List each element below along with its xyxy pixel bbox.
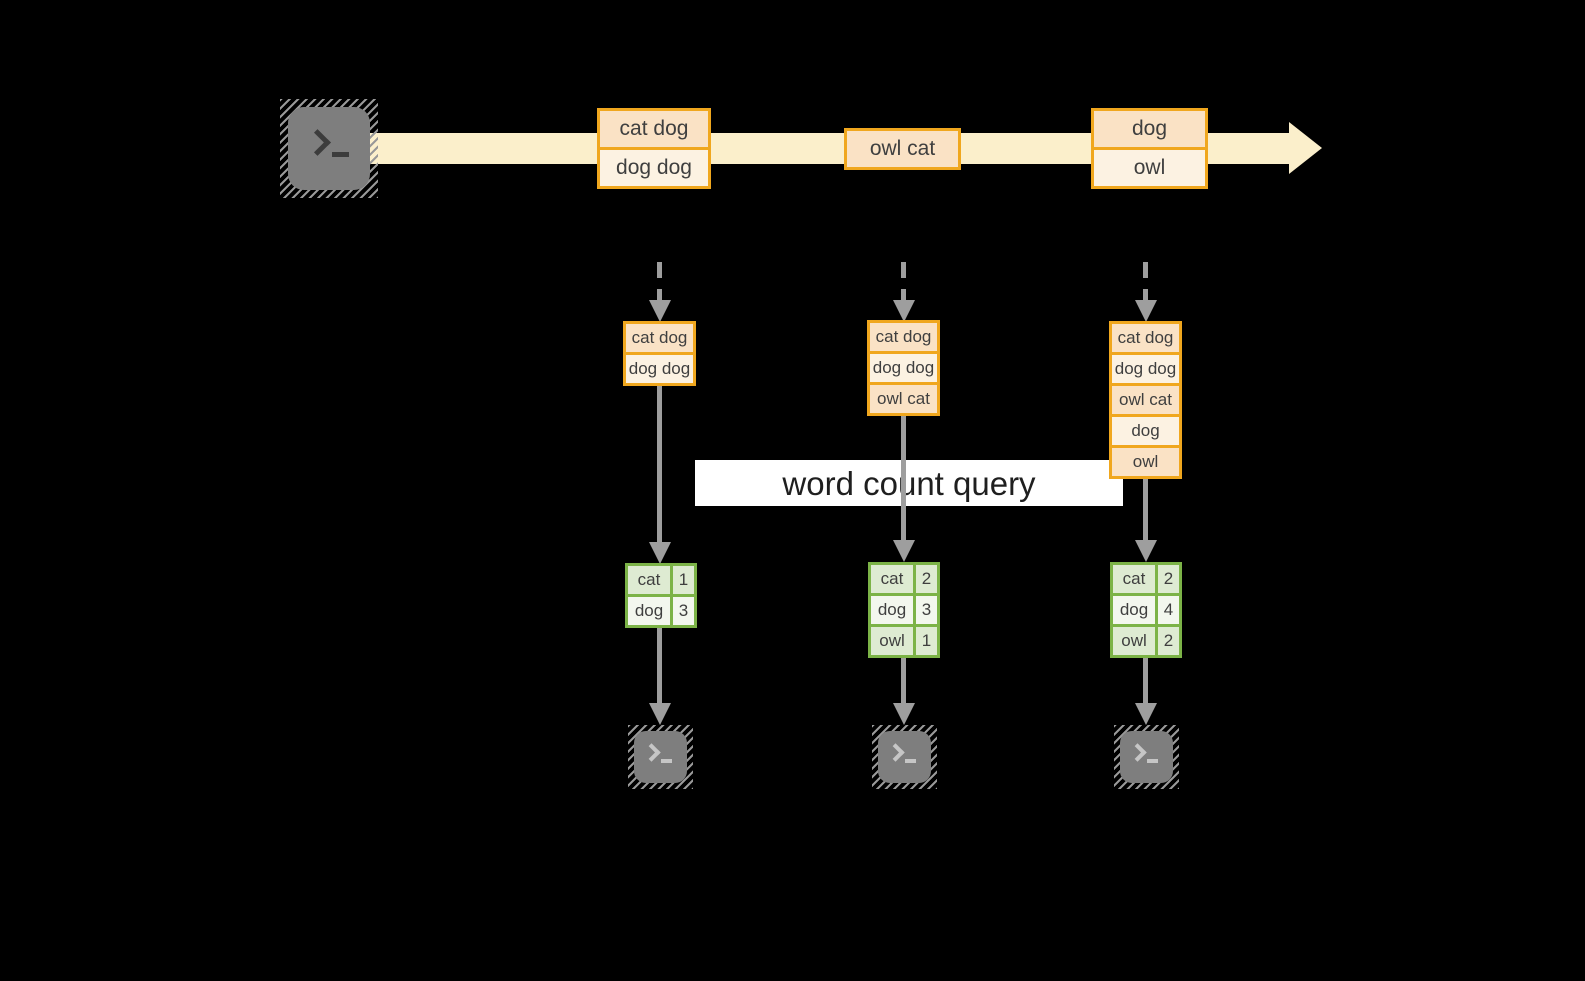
count-row: owl 1: [871, 624, 937, 655]
dashed-arrow-head-icon: [893, 300, 915, 322]
terminal-sink-icon: [628, 725, 693, 789]
count-word: dog: [628, 597, 670, 625]
prompt-chevron-icon: [1128, 743, 1147, 762]
arrow-head-icon: [893, 703, 915, 725]
count-row: dog 3: [628, 594, 694, 625]
event-line: dog dog: [600, 147, 708, 186]
arrow-head-icon: [1135, 703, 1157, 725]
count-word: dog: [1113, 596, 1155, 624]
dashed-arrow-head-icon: [649, 300, 671, 322]
terminal-screen: [1120, 731, 1173, 783]
count-row: dog 3: [871, 593, 937, 624]
count-table: cat 2 dog 4 owl 2: [1110, 562, 1182, 658]
count-row: cat 2: [871, 565, 937, 593]
prompt-underscore-icon: [905, 759, 916, 763]
terminal-sink-icon: [1114, 725, 1179, 789]
arrow-head-icon: [893, 540, 915, 562]
buffer-line: cat dog: [870, 323, 937, 351]
buffer-line: dog dog: [870, 351, 937, 382]
event-line: cat dog: [600, 111, 708, 147]
event-line: owl cat: [847, 131, 958, 167]
terminal-screen: [634, 731, 687, 783]
prompt-chevron-icon: [642, 743, 661, 762]
dashed-arrow-head-icon: [1135, 300, 1157, 322]
count-word: cat: [871, 565, 913, 593]
buffer-line: owl cat: [1112, 383, 1179, 414]
count-value: 2: [1155, 627, 1179, 655]
prompt-underscore-icon: [332, 152, 349, 157]
arrow-line: [657, 626, 662, 703]
dashed-arrow-line: [901, 262, 906, 302]
count-word: owl: [1113, 627, 1155, 655]
terminal-screen: [288, 107, 370, 190]
terminal-sink-icon: [872, 725, 937, 789]
input-buffer-box: cat dog dog dog owl cat dog owl: [1109, 321, 1182, 479]
count-row: cat 2: [1113, 565, 1179, 593]
prompt-underscore-icon: [1147, 759, 1158, 763]
count-value: 1: [913, 627, 937, 655]
stream-arrowhead: [1289, 122, 1322, 174]
input-buffer-box: cat dog dog dog owl cat: [867, 320, 940, 416]
count-value: 4: [1155, 596, 1179, 624]
prompt-chevron-icon: [886, 743, 905, 762]
count-word: dog: [871, 596, 913, 624]
count-row: dog 4: [1113, 593, 1179, 624]
count-value: 3: [913, 596, 937, 624]
arrow-line: [657, 383, 662, 542]
input-buffer-box: cat dog dog dog: [623, 321, 696, 386]
event-line: owl: [1094, 147, 1205, 186]
buffer-line: cat dog: [626, 324, 693, 352]
arrow-line: [1143, 473, 1148, 540]
count-row: cat 1: [628, 566, 694, 594]
buffer-line: dog dog: [1112, 352, 1179, 383]
event-line: dog: [1094, 111, 1205, 147]
count-word: cat: [628, 566, 670, 594]
prompt-underscore-icon: [661, 759, 672, 763]
count-value: 2: [1155, 565, 1179, 593]
arrow-line: [901, 411, 906, 540]
stream-event-box: cat dog dog dog: [597, 108, 711, 189]
count-table: cat 2 dog 3 owl 1: [868, 562, 940, 658]
prompt-chevron-icon: [304, 129, 331, 156]
arrow-line: [901, 656, 906, 703]
buffer-line: cat dog: [1112, 324, 1179, 352]
count-table: cat 1 dog 3: [625, 563, 697, 628]
arrow-head-icon: [649, 703, 671, 725]
stream-event-box: owl cat: [844, 128, 961, 170]
count-word: cat: [1113, 565, 1155, 593]
buffer-line: owl: [1112, 445, 1179, 476]
count-word: owl: [871, 627, 913, 655]
count-value: 2: [913, 565, 937, 593]
terminal-source-icon: [280, 99, 378, 198]
dashed-arrow-line: [657, 262, 662, 302]
stream-event-box: dog owl: [1091, 108, 1208, 189]
dashed-arrow-line: [1143, 262, 1148, 302]
terminal-screen: [878, 731, 931, 783]
query-label: word count query: [695, 460, 1123, 506]
arrow-line: [1143, 656, 1148, 703]
arrow-head-icon: [649, 542, 671, 564]
count-row: owl 2: [1113, 624, 1179, 655]
arrow-head-icon: [1135, 540, 1157, 562]
buffer-line: owl cat: [870, 382, 937, 413]
buffer-line: dog: [1112, 414, 1179, 445]
buffer-line: dog dog: [626, 352, 693, 383]
count-value: 1: [670, 566, 694, 594]
count-value: 3: [670, 597, 694, 625]
